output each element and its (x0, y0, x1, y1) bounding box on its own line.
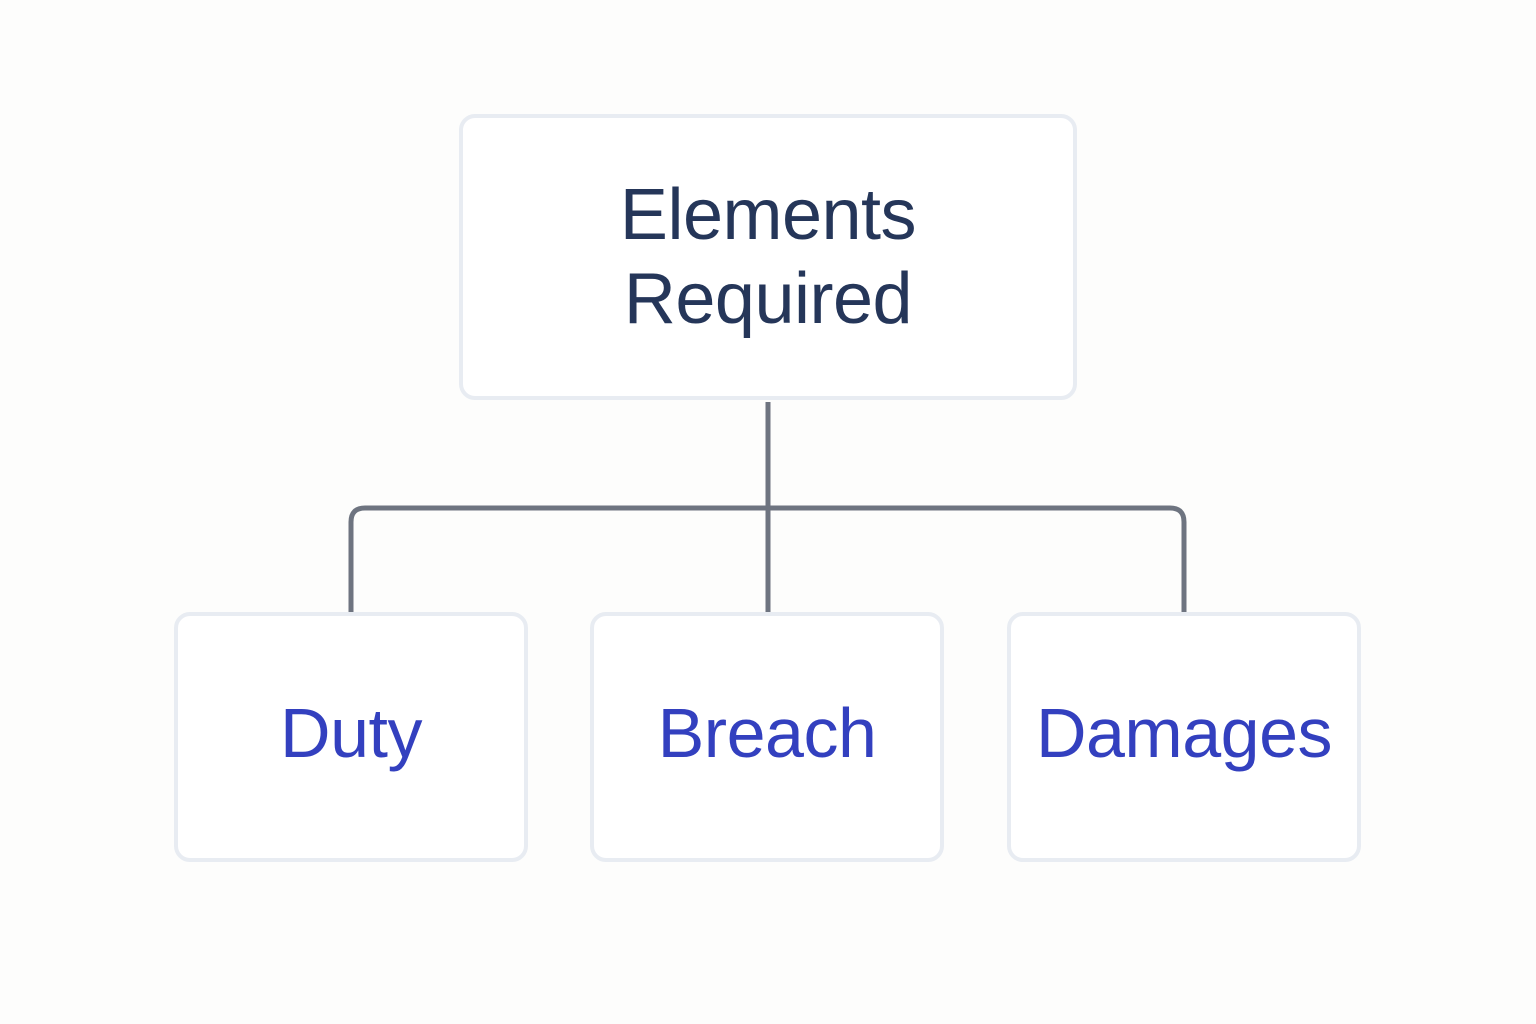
root-label-line-1: Elements (619, 175, 917, 255)
child-node-label: Breach (657, 694, 877, 772)
root-label-line-2: Required (623, 259, 913, 339)
child-node-label: Damages (1035, 694, 1333, 772)
child-node-label: Duty (280, 694, 422, 772)
child-node-duty: Duty (174, 612, 528, 862)
root-node: Elements Required (459, 114, 1077, 400)
child-node-breach: Breach (590, 612, 944, 862)
child-node-damages: Damages (1007, 612, 1361, 862)
root-node-label: Elements Required (619, 173, 917, 341)
